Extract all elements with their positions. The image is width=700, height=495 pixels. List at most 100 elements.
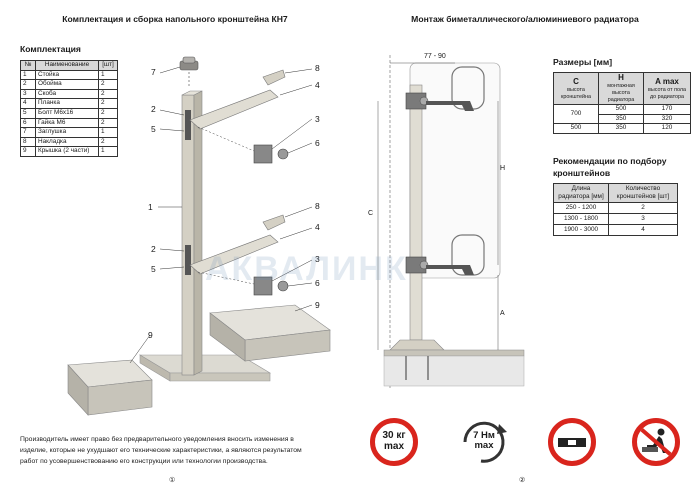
lower-bracket <box>253 276 273 296</box>
cover-right-side <box>209 312 246 362</box>
callout-6-upper: 6 <box>315 138 320 148</box>
page-number-right: ② <box>519 477 526 484</box>
load-limit-sign: 30 кг max <box>370 418 418 466</box>
col-h-desc: монтажная высота радиатора <box>607 83 635 103</box>
cell: 1 <box>20 69 36 81</box>
col-a-letter: A max <box>655 76 679 86</box>
dimension-lines <box>377 62 499 350</box>
dimension-a: A <box>500 310 505 317</box>
cell: 4 <box>608 224 678 236</box>
cell: 320 <box>643 113 691 124</box>
cell: 500 <box>598 104 644 115</box>
disclaimer-line: изделие, которые не ухудшают его техниче… <box>20 447 302 454</box>
stand-profile <box>409 84 423 341</box>
dimension-h: H <box>500 165 506 172</box>
callout-8-upper: 8 <box>315 63 320 73</box>
cell: 500 <box>553 123 599 134</box>
upper-slot <box>185 110 191 140</box>
col-c-desc: высота кронштейна <box>560 86 592 100</box>
load-limit-max: max <box>383 441 404 452</box>
upper-bracket <box>253 144 273 164</box>
load-limit-value: 30 кг <box>382 430 406 441</box>
watermark: АКВАЛИНК <box>205 250 408 288</box>
upper-guide-line <box>197 126 255 152</box>
base-plate-front <box>169 372 271 382</box>
no-sitting-sign <box>632 418 680 466</box>
torque-value: 7 Нм <box>473 430 495 441</box>
disclaimer-line: Производитель имеет право без предварите… <box>20 436 294 443</box>
disclaimer: Производитель имеет право без предварите… <box>20 434 340 467</box>
no-sitting-icon <box>639 427 673 457</box>
upper-nut <box>277 148 289 160</box>
col-h-letter: H <box>618 73 624 82</box>
cell: 3 <box>608 213 678 225</box>
dimension-top: 77 - 90 <box>424 53 446 60</box>
leader-lines <box>129 66 313 364</box>
callout-3-upper: 3 <box>315 114 320 124</box>
cell: 8 <box>20 136 36 148</box>
col-length: Длина радиатора [мм] <box>553 183 609 203</box>
callout-2-upper: 2 <box>151 104 156 114</box>
lower-slot <box>185 245 191 275</box>
callout-3-lower: 3 <box>315 254 320 264</box>
recommendation-heading-line-2: кронштейнов <box>553 168 611 178</box>
cell: 6 <box>20 117 36 129</box>
lower-guide-line <box>197 271 255 285</box>
recommendation-table: Длина радиатора [мм] Количество кронштей… <box>553 183 678 236</box>
callout-2-lower: 2 <box>151 244 156 254</box>
cell: 350 <box>598 123 644 134</box>
disclaimer-line: работ по усовершенствованию его конструк… <box>20 458 268 465</box>
floor-finish <box>383 349 525 357</box>
callout-9-right: 9 <box>315 300 320 310</box>
base-foot <box>389 339 445 351</box>
callout-5-upper: 5 <box>151 124 156 134</box>
cover-left-side <box>67 364 89 416</box>
cell: 5 <box>20 107 36 119</box>
upper-hook <box>426 101 474 111</box>
torque-arrow-icon <box>463 421 507 463</box>
page-number-left: ① <box>169 477 176 484</box>
col-c-letter: C <box>573 76 579 86</box>
recommendation-heading: Рекомендации по подбору кронштейнов <box>553 155 667 179</box>
cell: 120 <box>643 123 691 134</box>
floor-slab <box>383 355 525 387</box>
callout-4-upper: 4 <box>315 80 320 90</box>
dimension-c: C <box>368 210 374 217</box>
lower-overlay <box>262 214 286 231</box>
cell: 1 <box>98 146 118 157</box>
parts-heading: Комплектация <box>20 44 81 54</box>
cell: 350 <box>598 113 644 124</box>
level-sign <box>548 418 596 466</box>
callout-8-lower: 8 <box>315 201 320 211</box>
stand-column-top <box>181 90 203 96</box>
upper-bar <box>189 89 279 130</box>
cell: 7 <box>20 127 36 138</box>
assembly-illustration <box>67 56 331 416</box>
callout-6-lower: 6 <box>315 278 320 288</box>
cell: 1900 - 3000 <box>553 224 609 236</box>
torque-max: max <box>474 440 494 451</box>
right-page-title: Монтаж биметаллического/алюминиевого рад… <box>411 14 639 24</box>
cell: 250 - 1200 <box>553 202 609 214</box>
recommendation-heading-line-1: Рекомендации по подбору <box>553 156 667 166</box>
upper-overlay <box>262 69 286 86</box>
col-a-desc: высота от пола до радиатора <box>647 86 687 100</box>
lower-bar <box>189 234 279 275</box>
cell: 2 <box>608 202 678 214</box>
cell: 700 <box>553 104 599 124</box>
recommendation-table-header: Длина радиатора [мм] Количество кронштей… <box>553 183 678 203</box>
lower-hook <box>426 265 474 275</box>
